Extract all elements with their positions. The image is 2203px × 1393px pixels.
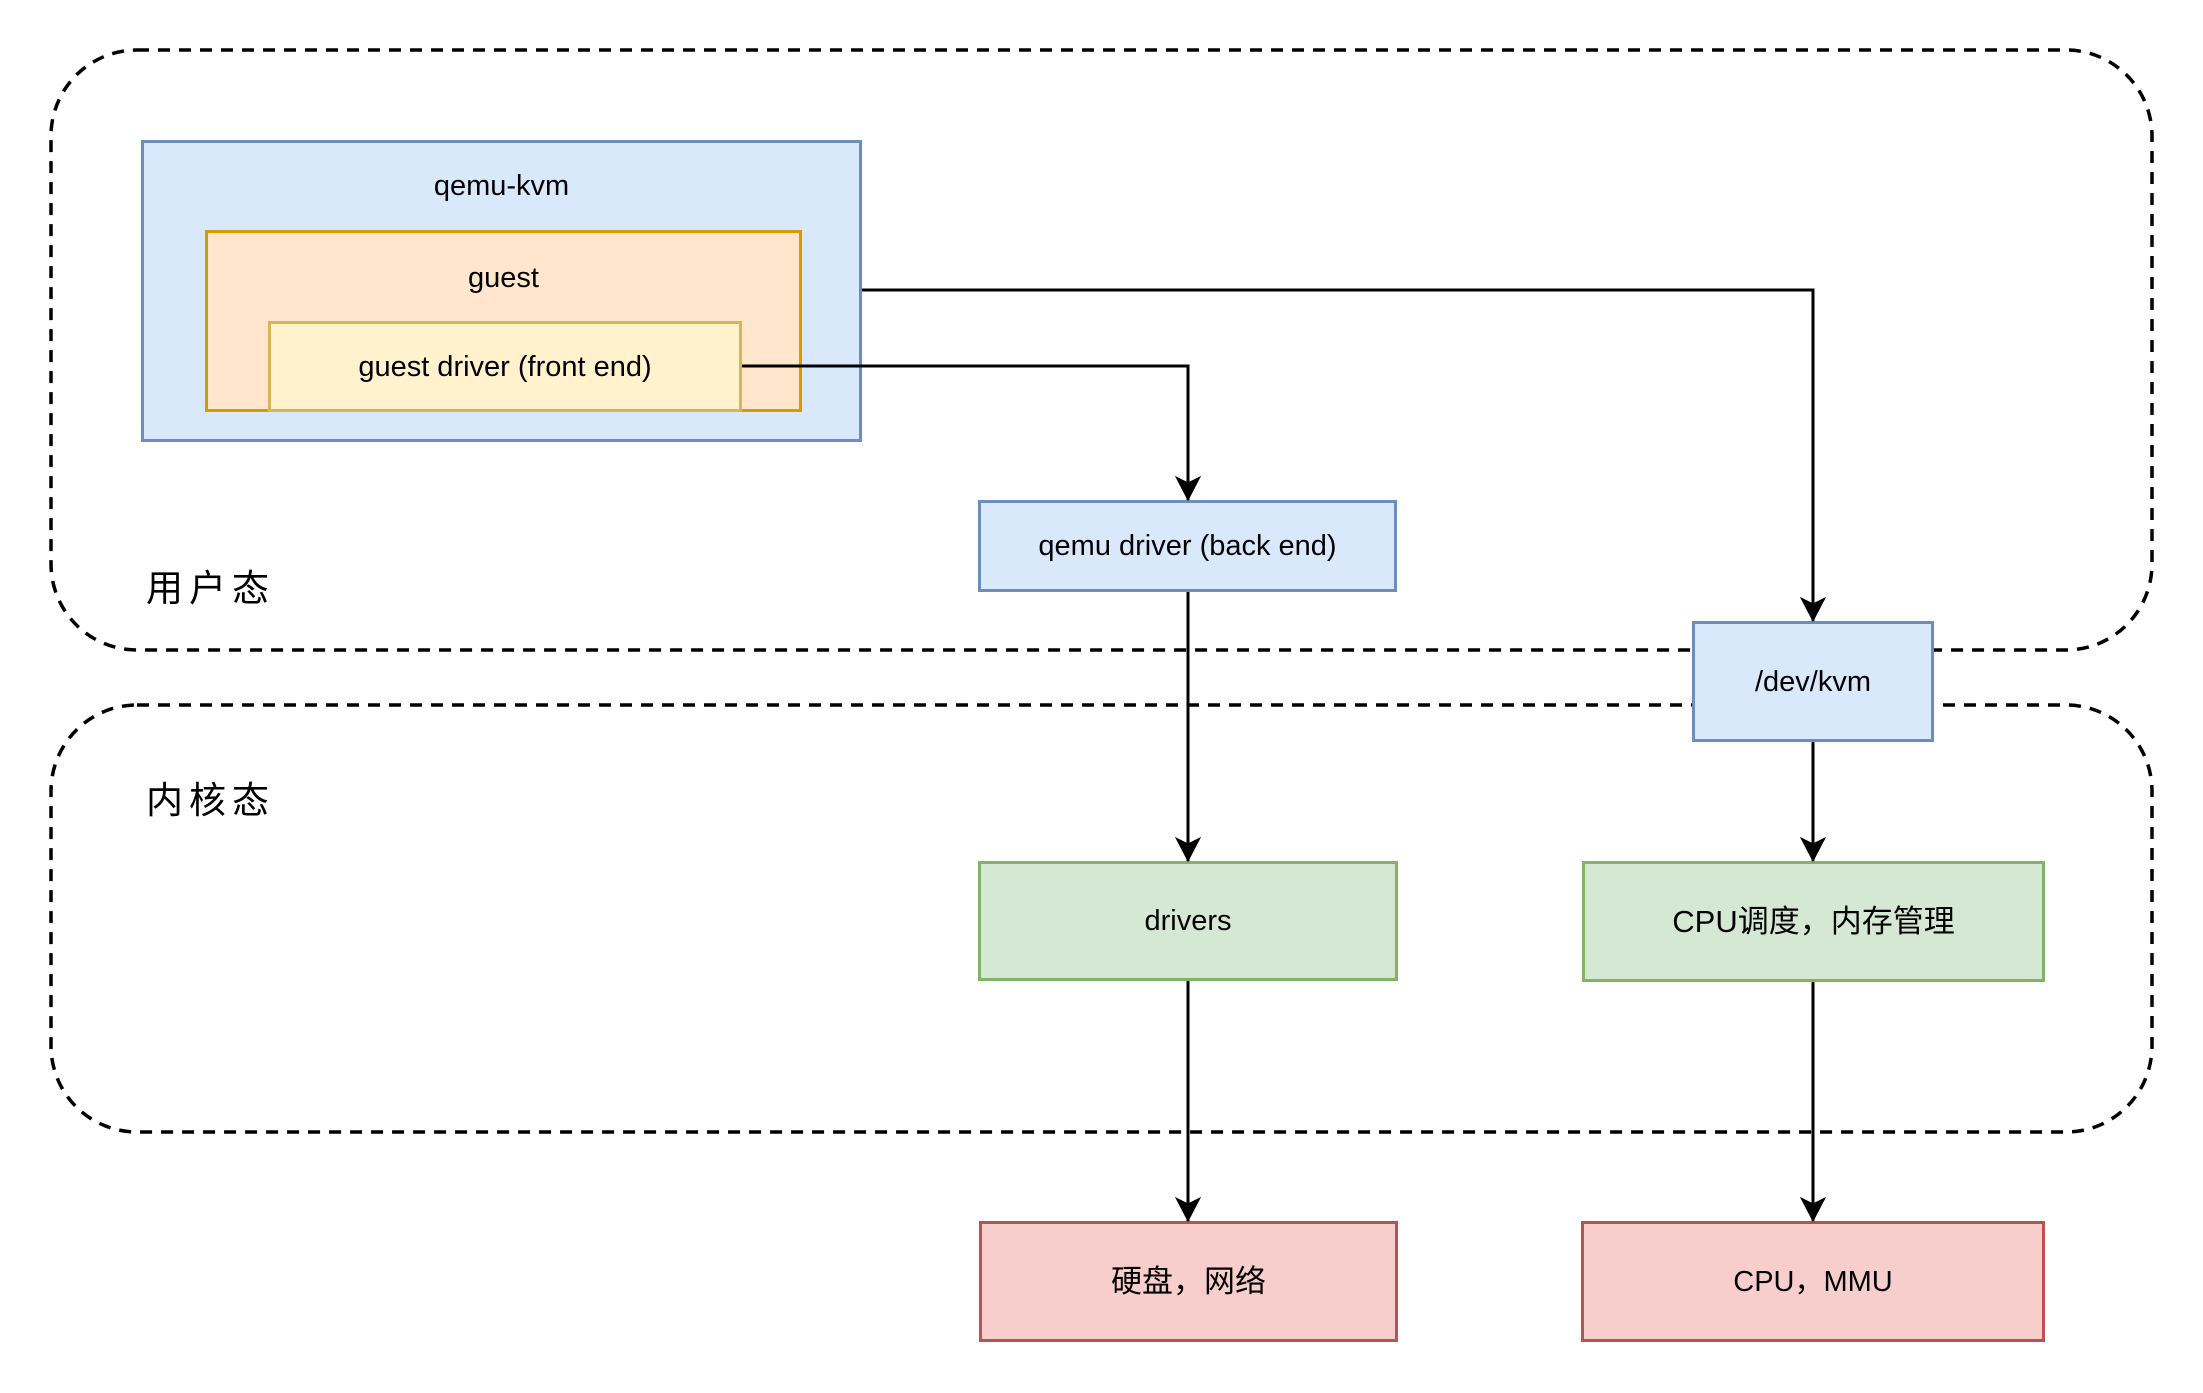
disk-network-label: 硬盘，网络 <box>1111 1263 1266 1299</box>
user-mode-label: 用户态 <box>146 569 275 610</box>
guest-driver-label: guest driver (front end) <box>358 350 652 383</box>
drivers-label: drivers <box>1144 905 1232 937</box>
cpu-mmu-box: CPU，MMU <box>1581 1221 2045 1342</box>
disk-network-box: 硬盘，网络 <box>979 1221 1398 1342</box>
guest-label: guest <box>468 262 539 294</box>
cpu-scheduling-memory-management-box: CPU调度，内存管理 <box>1582 861 2045 982</box>
qemu-driver-label: qemu driver (back end) <box>1038 530 1337 562</box>
cpu-mmu-label: CPU，MMU <box>1733 1265 1893 1298</box>
qemu-kvm-label: qemu-kvm <box>433 170 570 202</box>
drivers-box: drivers <box>978 861 1398 981</box>
dev-kvm-box: /dev/kvm <box>1692 621 1934 742</box>
guest-driver-front-end-box: guest driver (front end) <box>268 321 742 412</box>
kernel-mode-label: 内核态 <box>146 781 275 822</box>
cpu-sched-label: CPU调度，内存管理 <box>1672 903 1955 939</box>
kernel-mode-region <box>49 703 2154 1134</box>
user-mode-region <box>49 48 2154 652</box>
qemu-driver-back-end-box: qemu driver (back end) <box>978 500 1397 592</box>
dev-kvm-label: /dev/kvm <box>1754 665 1872 698</box>
